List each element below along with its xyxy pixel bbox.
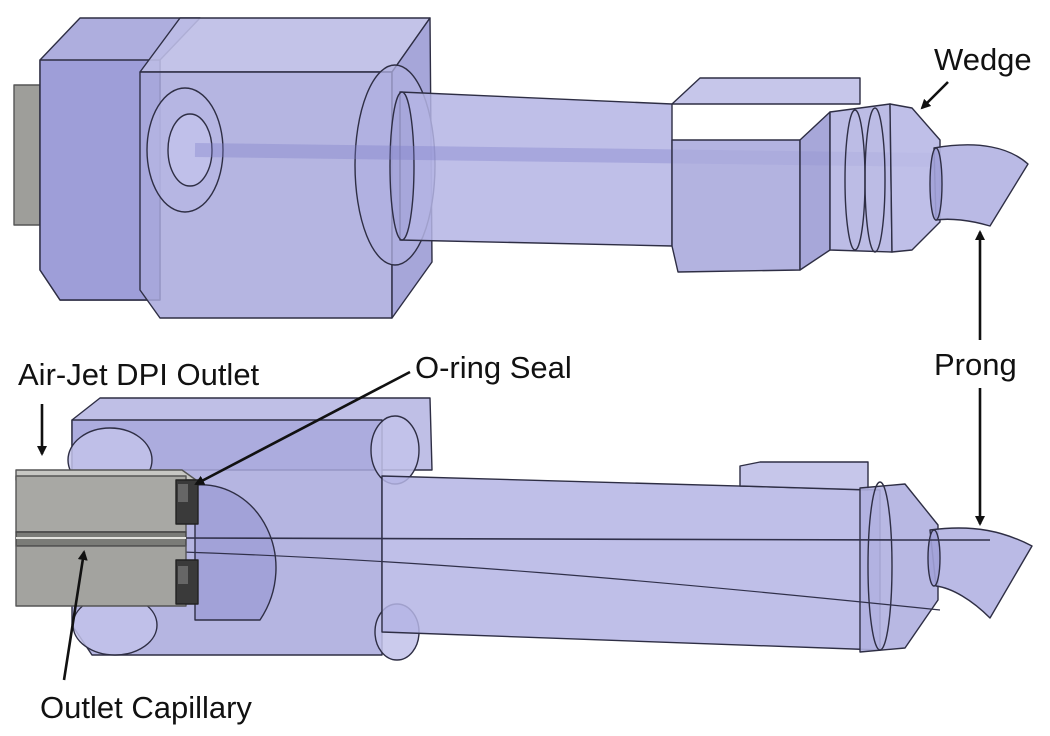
o-ring-seal-label: O-ring Seal: [415, 350, 572, 385]
bottom-cutout-top-right: [370, 415, 420, 485]
air-jet-outlet-label: Air-Jet DPI Outlet: [18, 357, 260, 392]
wedge-arrow: [920, 81, 949, 110]
top-outlet-stub: [13, 84, 41, 226]
bottom-capillary-path: [181, 537, 991, 541]
outlet-body-upper: [15, 475, 187, 533]
o-ring-seal-upper-face: [178, 484, 188, 502]
top-mid-block-front: [671, 139, 801, 273]
bottom-capillary-path-lower: [181, 551, 941, 611]
bottom-section-view: [15, 397, 1033, 661]
top-wedge-cone: [889, 103, 941, 253]
o-ring-seal-arrow: [194, 370, 411, 486]
o-ring-seal-lower-face: [178, 566, 188, 584]
bottom-tube: [381, 475, 881, 651]
outlet-capillary-arrow: [62, 550, 88, 681]
top-tube-start: [389, 91, 415, 241]
top-mid-block-top: [671, 77, 861, 105]
top-main-block-top: [139, 17, 431, 73]
top-prong-base: [929, 147, 943, 221]
outlet-capillary-label: Outlet Capillary: [40, 690, 252, 725]
top-mid-block-side: [799, 111, 831, 271]
outlet-body-lower: [15, 545, 187, 607]
bottom-taper-ring: [867, 481, 893, 651]
bottom-taper: [859, 483, 939, 653]
top-collar-ring-2: [864, 107, 886, 253]
top-tube: [399, 91, 673, 247]
top-rear-block-face: [39, 59, 161, 301]
prong-label: Prong: [934, 347, 1017, 382]
bottom-mid-block: [739, 461, 869, 491]
wedge-label: Wedge: [934, 42, 1032, 77]
top-prong: [933, 144, 1029, 227]
annotation-arrows: [37, 81, 985, 681]
bottom-prong-base: [927, 529, 941, 587]
bottom-prong: [929, 527, 1033, 619]
top-assembly-view: [13, 17, 1029, 319]
top-rear-recess-inner: [167, 113, 213, 187]
